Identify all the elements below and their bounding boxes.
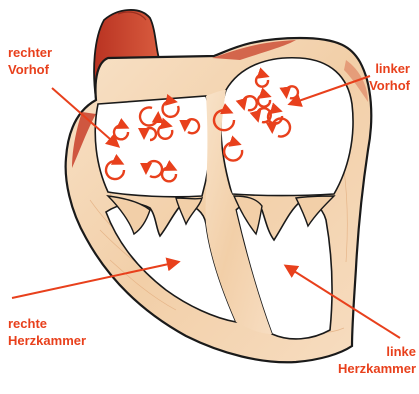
label-right-ventricle-line1: rechte [8, 315, 86, 332]
label-left-ventricle-line2: Herzkammer [338, 360, 416, 377]
label-right-ventricle-line2: Herzkammer [8, 332, 86, 349]
label-right-ventricle: rechte Herzkammer [8, 315, 86, 349]
label-left-atrium-line2: Vorhof [369, 77, 410, 94]
label-right-atrium-line1: rechter [8, 44, 52, 61]
label-left-atrium: linker Vorhof [369, 60, 410, 94]
label-left-ventricle: linke Herzkammer [338, 343, 416, 377]
label-right-atrium: rechter Vorhof [8, 44, 52, 78]
label-right-atrium-line2: Vorhof [8, 61, 52, 78]
label-left-atrium-line1: linker [369, 60, 410, 77]
left-atrium-chamber [221, 58, 353, 196]
right-atrium-chamber [95, 96, 211, 197]
label-left-ventricle-line1: linke [338, 343, 416, 360]
